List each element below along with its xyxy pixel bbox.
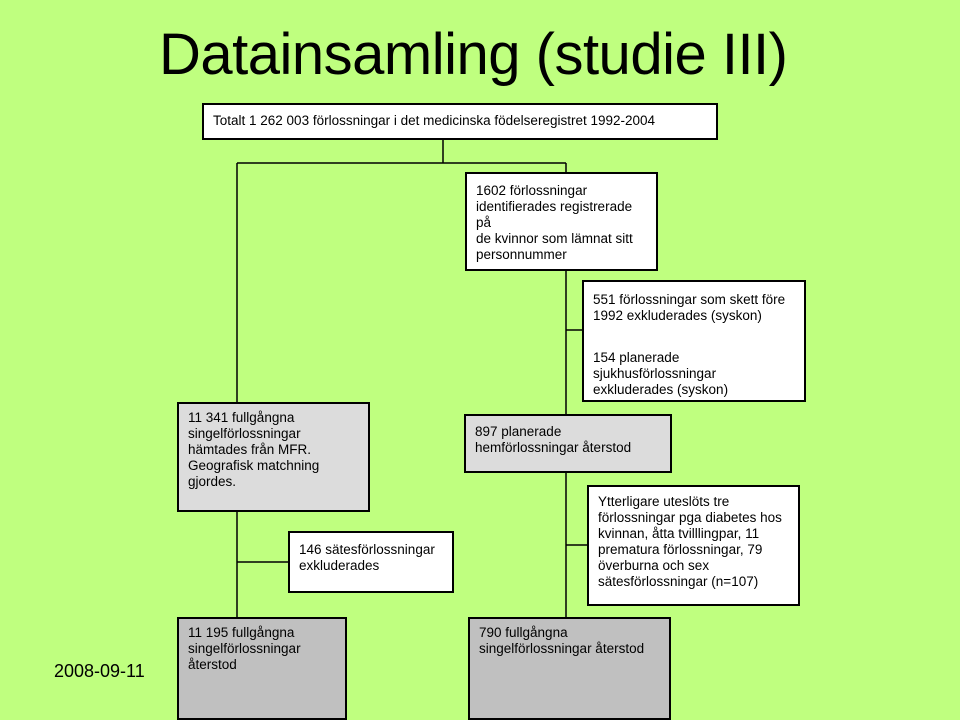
planned-home-label: 897 planerade hemförlossningar återstod xyxy=(475,424,632,455)
identified-births-label: 1602 förlossningar identifierades regist… xyxy=(476,183,633,262)
exclusion-box: 551 förlossningar som skett före 1992 ex… xyxy=(582,280,806,402)
slide-title: Datainsamling (studie III) xyxy=(159,22,788,87)
identified-births-box: 1602 förlossningar identifierades regist… xyxy=(465,172,658,271)
breech-excluded-box: 146 sätesförlossningar exkluderades xyxy=(288,531,454,593)
mfr-singletons-label: 11 341 fullgångna singelförlossningar hä… xyxy=(188,410,320,489)
remaining-home-box: 790 fullgångna singelförlossningar åters… xyxy=(468,617,671,720)
further-excluded-box: Ytterligare uteslöts tre förlossningar p… xyxy=(587,485,800,606)
slide-date: 2008-09-11 xyxy=(54,661,145,681)
excluded-1992-label: 551 förlossningar som skett före 1992 ex… xyxy=(593,292,786,323)
total-births-box: Totalt 1 262 003 förlossningar i det med… xyxy=(202,103,718,140)
further-excluded-label: Ytterligare uteslöts tre förlossningar p… xyxy=(598,494,782,589)
total-births-label: Totalt 1 262 003 förlossningar i det med… xyxy=(213,113,656,128)
breech-excluded-label: 146 sätesförlossningar exkluderades xyxy=(299,542,435,573)
remaining-home-label: 790 fullgångna singelförlossningar åters… xyxy=(479,625,645,656)
planned-home-box: 897 planerade hemförlossningar återstod xyxy=(464,414,672,473)
excluded-hospital-label: 154 planerade sjukhusförlossningar exklu… xyxy=(593,350,729,397)
mfr-singletons-box: 11 341 fullgångna singelförlossningar hä… xyxy=(177,402,370,512)
remaining-hospital-label: 11 195 fullgångna singelförlossningar åt… xyxy=(188,625,301,672)
remaining-hospital-box: 11 195 fullgångna singelförlossningar åt… xyxy=(177,617,347,720)
